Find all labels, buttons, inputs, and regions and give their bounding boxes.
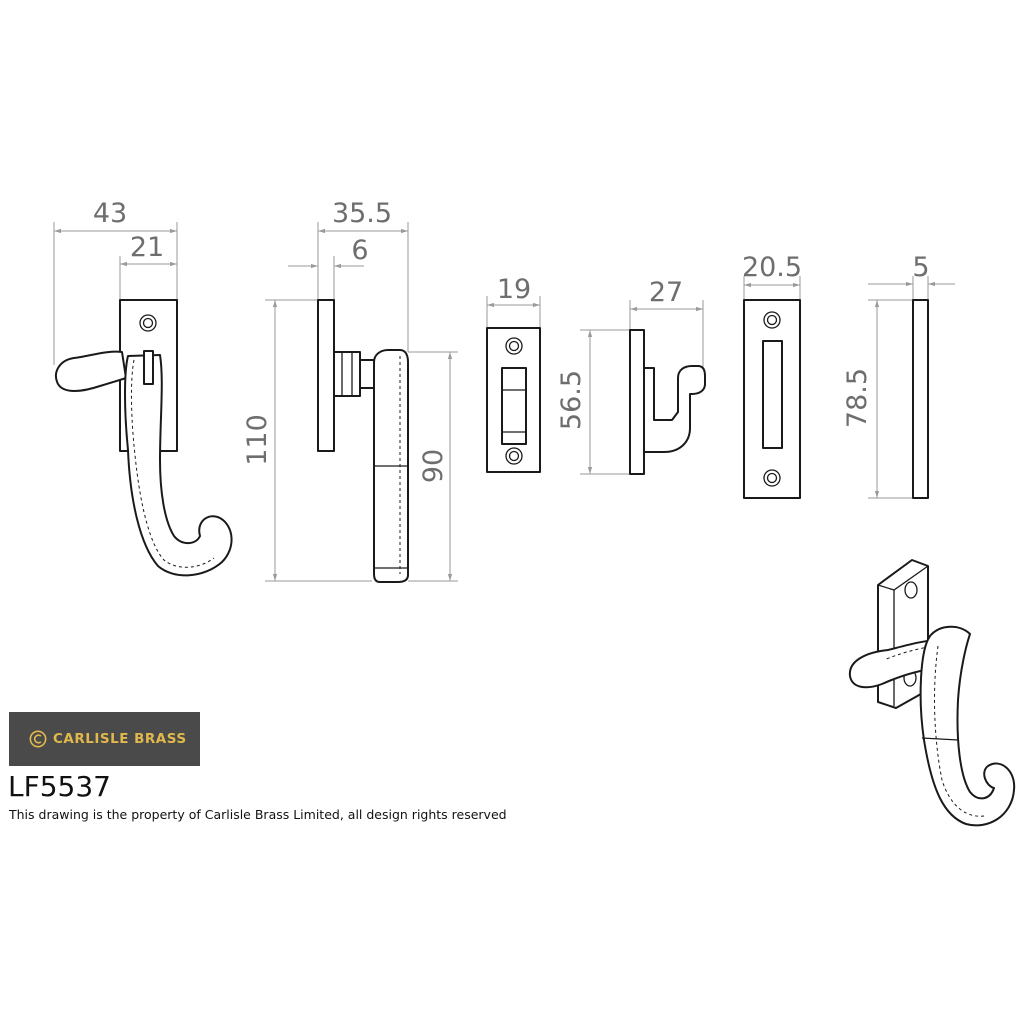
keep-side-hook: [643, 365, 706, 453]
screw-hole-inner: [508, 340, 520, 352]
dim-label-5: 5: [912, 252, 929, 283]
keep-hook: [501, 367, 527, 445]
handle-thumb-grip: [55, 350, 127, 392]
dim-label-110: 110: [242, 414, 273, 466]
dim-label-56-5: 56.5: [556, 370, 587, 430]
dim-label-43: 43: [93, 198, 127, 229]
isometric-view: [848, 559, 1016, 827]
dimension-handle-side-lever: 90: [408, 351, 458, 582]
screw-hole-inner: [766, 314, 778, 326]
dim-label-35-5: 35.5: [332, 198, 392, 229]
keep-side-view: 27 56.5: [556, 277, 706, 475]
dim-label-78-5: 78.5: [842, 368, 873, 428]
dim-label-6: 6: [351, 235, 368, 266]
dim-label-27: 27: [649, 277, 683, 308]
iso-screw-hole: [904, 581, 918, 599]
product-code: LF5537: [8, 770, 111, 803]
handle-lever-edge: [130, 359, 215, 568]
dim-label-19: 19: [497, 274, 531, 305]
mortice-plate-side-view: 5 78.5: [842, 252, 955, 499]
dimension-handle-side-depth: 35.5: [317, 198, 409, 352]
dimension-keep-height: 56.5: [556, 329, 630, 475]
iso-thumb-grip: [848, 639, 941, 689]
keep-side-plate: [629, 329, 645, 475]
screw-hole-inner: [766, 472, 778, 484]
screw-hole-inner: [508, 450, 520, 462]
dim-label-90: 90: [418, 449, 449, 483]
screw-hole: [139, 314, 157, 332]
mortice-plate-front-view: 20.5: [742, 252, 802, 499]
brand-logo-banner: CARLISLE BRASS: [9, 712, 200, 766]
handle-side-view: 35.5 6 110 90: [242, 198, 458, 583]
handle-side-plate: [317, 299, 335, 452]
screw-hole: [505, 447, 523, 465]
dimension-handle-front-plate-width: 21: [119, 232, 177, 300]
handle-spindle: [359, 359, 375, 389]
c-circle-logo-icon: [29, 730, 47, 748]
dimension-keep-side-depth: 27: [629, 277, 704, 372]
handle-catch: [143, 350, 154, 385]
mortice-slot: [762, 340, 783, 449]
keep-front-view: 19: [486, 274, 541, 473]
dimension-handle-front-width: 43: [53, 198, 178, 365]
iso-grip-edge: [883, 645, 937, 661]
iso-lever: [919, 625, 1016, 827]
screw-hole: [763, 311, 781, 329]
handle-lever: [124, 354, 233, 577]
handle-front-view: 43 21: [53, 198, 233, 577]
dimension-handle-side-plate: 6: [288, 235, 369, 300]
dim-label-20-5: 20.5: [742, 252, 802, 283]
dimension-mortice-plate-height: 78.5: [842, 299, 913, 499]
iso-lever-edge: [934, 645, 985, 817]
screw-hole: [505, 337, 523, 355]
dimension-keep-front-width: 19: [486, 274, 541, 328]
copyright-notice: This drawing is the property of Carlisle…: [9, 807, 507, 822]
screw-hole: [763, 469, 781, 487]
mortice-plate-side: [912, 299, 929, 499]
brand-name: CARLISLE BRASS: [53, 731, 187, 747]
handle-spindle-collar: [333, 351, 361, 397]
dimension-handle-side-height: 110: [242, 299, 372, 582]
iso-lever-joint: [921, 737, 959, 741]
dim-label-21: 21: [130, 232, 164, 263]
mortice-plate: [743, 299, 801, 499]
screw-hole-inner: [142, 317, 154, 329]
dimension-mortice-plate-width: 20.5: [742, 252, 802, 300]
dimension-mortice-plate-thickness: 5: [868, 252, 955, 300]
